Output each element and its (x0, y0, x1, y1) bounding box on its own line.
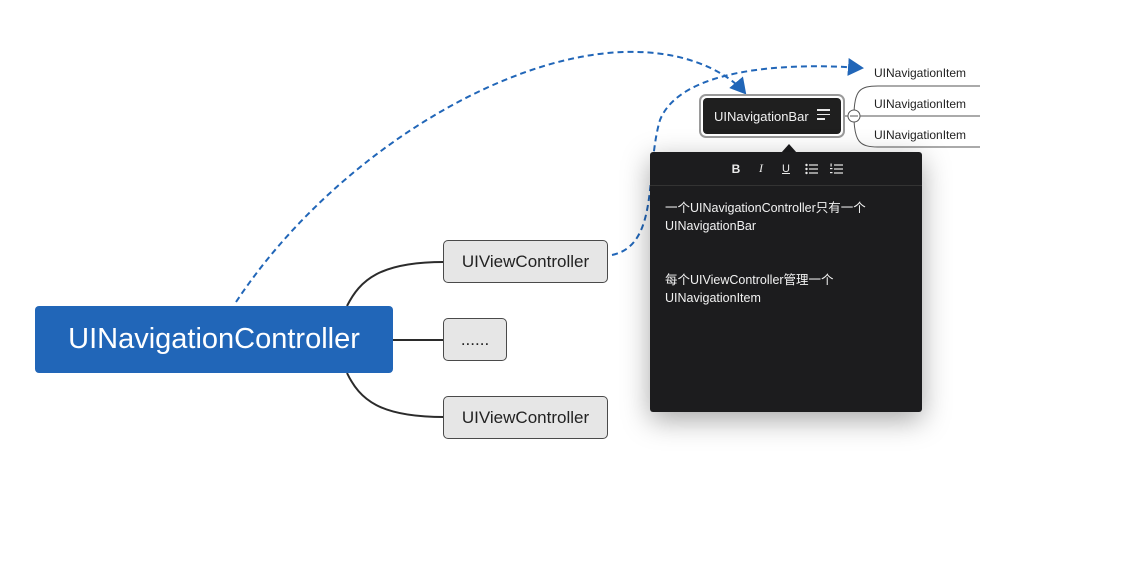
note-paragraph: 每个UIViewController管理一个UINavigationItem (665, 273, 834, 305)
underline-button[interactable]: U (782, 162, 790, 175)
child-topic-label: UIViewController (461, 407, 590, 427)
italic-button[interactable]: I (759, 161, 763, 175)
subtopic-label: UINavigationItem (874, 128, 967, 142)
relationship-arrow-viewcontroller-to-item[interactable] (611, 58, 864, 256)
note-paragraph: 一个UINavigationController只有一个UINavigation… (665, 201, 866, 233)
item-line-bottom (853, 115, 980, 148)
bullet-list-icon[interactable] (803, 161, 819, 177)
topic-uinavigationbar[interactable]: UINavigationBar (703, 98, 841, 134)
child-topic-viewcontroller-2[interactable]: UIViewController (443, 396, 608, 439)
collapse-minus-icon[interactable] (847, 109, 861, 123)
child-topic-label: ...... (460, 329, 490, 349)
child-topic-viewcontroller-1[interactable]: UIViewController (443, 240, 608, 283)
child-topic-ellipsis[interactable]: ...... (443, 318, 507, 361)
root-topic-label: UINavigationController (68, 323, 360, 355)
numbered-list-icon[interactable] (828, 161, 844, 177)
note-toolbar: B I U (650, 152, 922, 186)
note-popover: B I U 一个UINavigationController只有一个UINavi… (650, 152, 922, 412)
subtopic-navigationitem-3[interactable]: UINavigationItem (874, 128, 966, 142)
note-pointer-caret (781, 144, 797, 153)
subtopic-navigationitem-1[interactable]: UINavigationItem (874, 66, 966, 80)
bold-button[interactable]: B (731, 161, 741, 176)
note-text-area[interactable]: 一个UINavigationController只有一个UINavigation… (650, 186, 922, 356)
item-line-top (853, 85, 980, 117)
topic-uinavigationbar-label: UINavigationBar (714, 108, 809, 124)
branch-line-bottom (346, 372, 445, 418)
subtopic-navigationitem-2[interactable]: UINavigationItem (874, 97, 966, 111)
branch-line-top (346, 261, 445, 307)
subtopic-label: UINavigationItem (874, 66, 967, 80)
subtopic-label: UINavigationItem (874, 97, 967, 111)
root-topic-uinavigationcontroller[interactable]: UINavigationController (35, 306, 393, 373)
note-lines-icon[interactable] (817, 109, 830, 123)
relationship-arrow-controller-to-bar[interactable] (235, 50, 747, 303)
child-topic-label: UIViewController (461, 251, 590, 271)
